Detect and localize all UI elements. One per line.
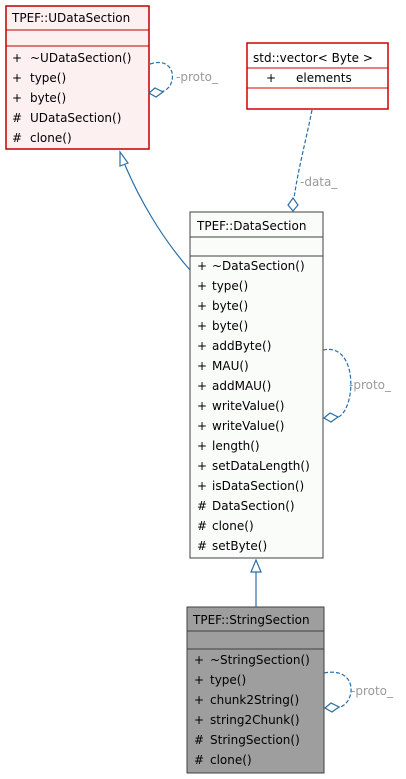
member-visibility: # (12, 131, 22, 145)
class-stringsection-box (186, 606, 325, 774)
member-type: type() (210, 673, 246, 687)
aggregation-edge-vector-datasection: -data_ (287, 109, 338, 212)
attribute-elements: elements (296, 71, 352, 85)
member-type: type() (30, 71, 66, 85)
member-length: length() (212, 439, 260, 453)
member-set-data-length: setDataLength() (212, 459, 310, 473)
edge-label-proto: -proto_ (349, 378, 392, 392)
class-stringsection-members: + ~StringSection() + type() + chunk2Stri… (194, 653, 310, 767)
class-datasection-members: + ~DataSection() + type() + byte() + byt… (197, 259, 310, 553)
self-edge-udatasection-proto: -proto_ (147, 61, 219, 98)
member-type: type() (212, 279, 248, 293)
member-visibility: + (194, 653, 204, 667)
member-visibility: + (197, 419, 207, 433)
aggregation-diamond-icon (147, 87, 165, 98)
self-loop-line (322, 349, 352, 419)
member-visibility: + (12, 71, 22, 85)
member-byte: byte() (30, 91, 66, 105)
member-visibility: + (197, 279, 207, 293)
member-visibility: + (197, 359, 207, 373)
class-vector-byte-box (246, 42, 389, 110)
aggregation-diamond-icon (322, 412, 340, 423)
member-visibility: + (194, 693, 204, 707)
class-datasection-title: TPEF::DataSection (196, 219, 306, 233)
member-string2chunk: string2Chunk() (210, 713, 300, 727)
member-visibility: + (12, 91, 22, 105)
class-udatasection-members: + ~UDataSection() + type() + byte() # UD… (12, 51, 131, 145)
member-visibility: # (197, 539, 207, 553)
member-byte: byte() (212, 299, 248, 313)
member-visibility: # (12, 111, 22, 125)
member-visibility: + (197, 439, 207, 453)
edge-label-data: -data_ (300, 175, 338, 189)
member-udatasection-constructor: UDataSection() (30, 111, 121, 125)
class-udatasection-box (5, 5, 150, 150)
member-visibility: # (197, 499, 207, 513)
member-visibility: + (194, 713, 204, 727)
class-stringsection[interactable]: TPEF::StringSection + ~StringSection() +… (186, 606, 325, 774)
member-clone: clone() (30, 131, 72, 145)
member-visibility: + (197, 339, 207, 353)
member-visibility: + (197, 459, 207, 473)
aggregation-diamond-icon (287, 196, 299, 212)
class-udatasection[interactable]: TPEF::UDataSection + ~UDataSection() + t… (5, 5, 150, 150)
member-mau: MAU() (212, 359, 249, 373)
inheritance-edge-stringsection-datasection (250, 558, 262, 607)
edge-label-proto: -proto_ (176, 70, 219, 84)
member-visibility: + (197, 379, 207, 393)
class-stringsection-title: TPEF::StringSection (192, 613, 310, 627)
member-visibility: + (197, 399, 207, 413)
member-visibility: + (197, 479, 207, 493)
member-visibility: + (197, 259, 207, 273)
member-visibility: # (194, 753, 204, 767)
member-datasection-destructor: ~DataSection() (212, 259, 305, 273)
member-visibility: # (194, 733, 204, 747)
self-loop-line (149, 61, 173, 93)
member-clone: clone() (210, 753, 252, 767)
edge-label-proto: -proto_ (351, 684, 394, 698)
member-is-data-section: isDataSection() (212, 479, 304, 493)
class-vector-byte[interactable]: std::vector< Byte > + elements (246, 42, 389, 110)
member-visibility: + (194, 673, 204, 687)
member-visibility: + (197, 319, 207, 333)
self-edge-stringsection-proto: -proto_ (323, 671, 394, 713)
inheritance-line (124, 164, 191, 271)
inheritance-arrowhead-icon (119, 150, 129, 167)
member-add-mau: addMAU() (212, 379, 271, 393)
member-chunk2string: chunk2String() (210, 693, 299, 707)
self-edge-datasection-proto: -proto_ (322, 349, 392, 423)
member-write-value: writeValue() (212, 419, 285, 433)
member-stringsection-constructor: StringSection() (210, 733, 300, 747)
member-write-value: writeValue() (212, 399, 285, 413)
member-add-byte: addByte() (212, 339, 271, 353)
member-visibility: + (266, 71, 276, 85)
member-udatasection-destructor: ~UDataSection() (30, 51, 131, 65)
class-vector-byte-title: std::vector< Byte > (253, 51, 373, 65)
member-set-byte: setByte() (212, 539, 267, 553)
self-loop-line (323, 671, 352, 709)
member-byte: byte() (212, 319, 248, 333)
member-visibility: + (12, 51, 22, 65)
member-stringsection-destructor: ~StringSection() (210, 653, 310, 667)
inheritance-arrowhead-icon (250, 558, 262, 573)
aggregation-line (293, 109, 313, 199)
aggregation-diamond-icon (323, 702, 341, 713)
member-datasection-constructor: DataSection() (212, 499, 295, 513)
member-visibility: + (197, 299, 207, 313)
member-visibility: # (197, 519, 207, 533)
member-clone: clone() (212, 519, 254, 533)
class-datasection[interactable]: TPEF::DataSection + ~DataSection() + typ… (189, 211, 324, 559)
class-udatasection-title: TPEF::UDataSection (11, 11, 130, 25)
class-datasection-box (189, 211, 324, 559)
inheritance-edge-datasection-udatasection (119, 150, 191, 271)
